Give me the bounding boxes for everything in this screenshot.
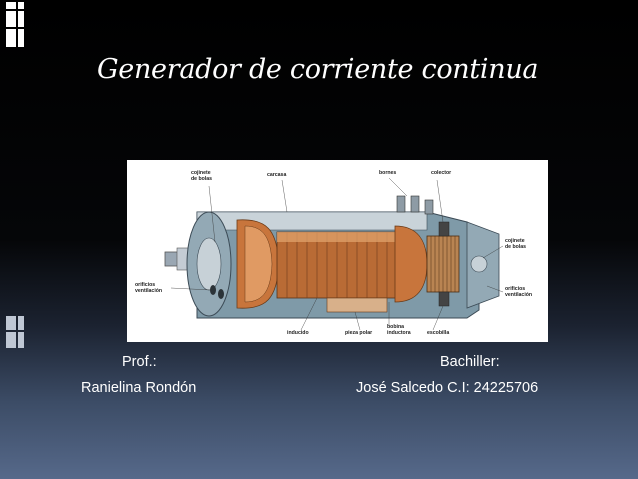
label-carcasa: carcasa	[267, 172, 287, 178]
label-bobina-inductora: bobina inductora	[387, 324, 411, 336]
student-name: José Salcedo C.I: 24225706	[356, 380, 539, 396]
label-orificios-right: orificios ventilación	[505, 286, 533, 298]
label-colector: colector	[431, 170, 452, 176]
label-cojinete-right: cojinete de bolas	[505, 238, 527, 250]
slide-title: Generador de corriente continua	[97, 54, 539, 85]
label-inducido: inducido	[287, 330, 309, 336]
generator-diagram: cojinete de bolas carcasa bornes colecto…	[127, 160, 548, 342]
label-orificios-left: orificios ventilación	[135, 282, 163, 294]
label-bornes: bornes	[379, 170, 397, 176]
generator-illustration	[164, 177, 504, 331]
label-escobilla: escobilla	[427, 330, 450, 336]
teacher-name: Ranielina Rondón	[81, 380, 197, 396]
teacher-role: Prof.:	[122, 354, 157, 370]
label-pieza-polar: pieza polar	[345, 330, 373, 336]
label-cojinete-left: cojinete de bolas	[191, 170, 213, 182]
student-role: Bachiller:	[440, 354, 500, 370]
